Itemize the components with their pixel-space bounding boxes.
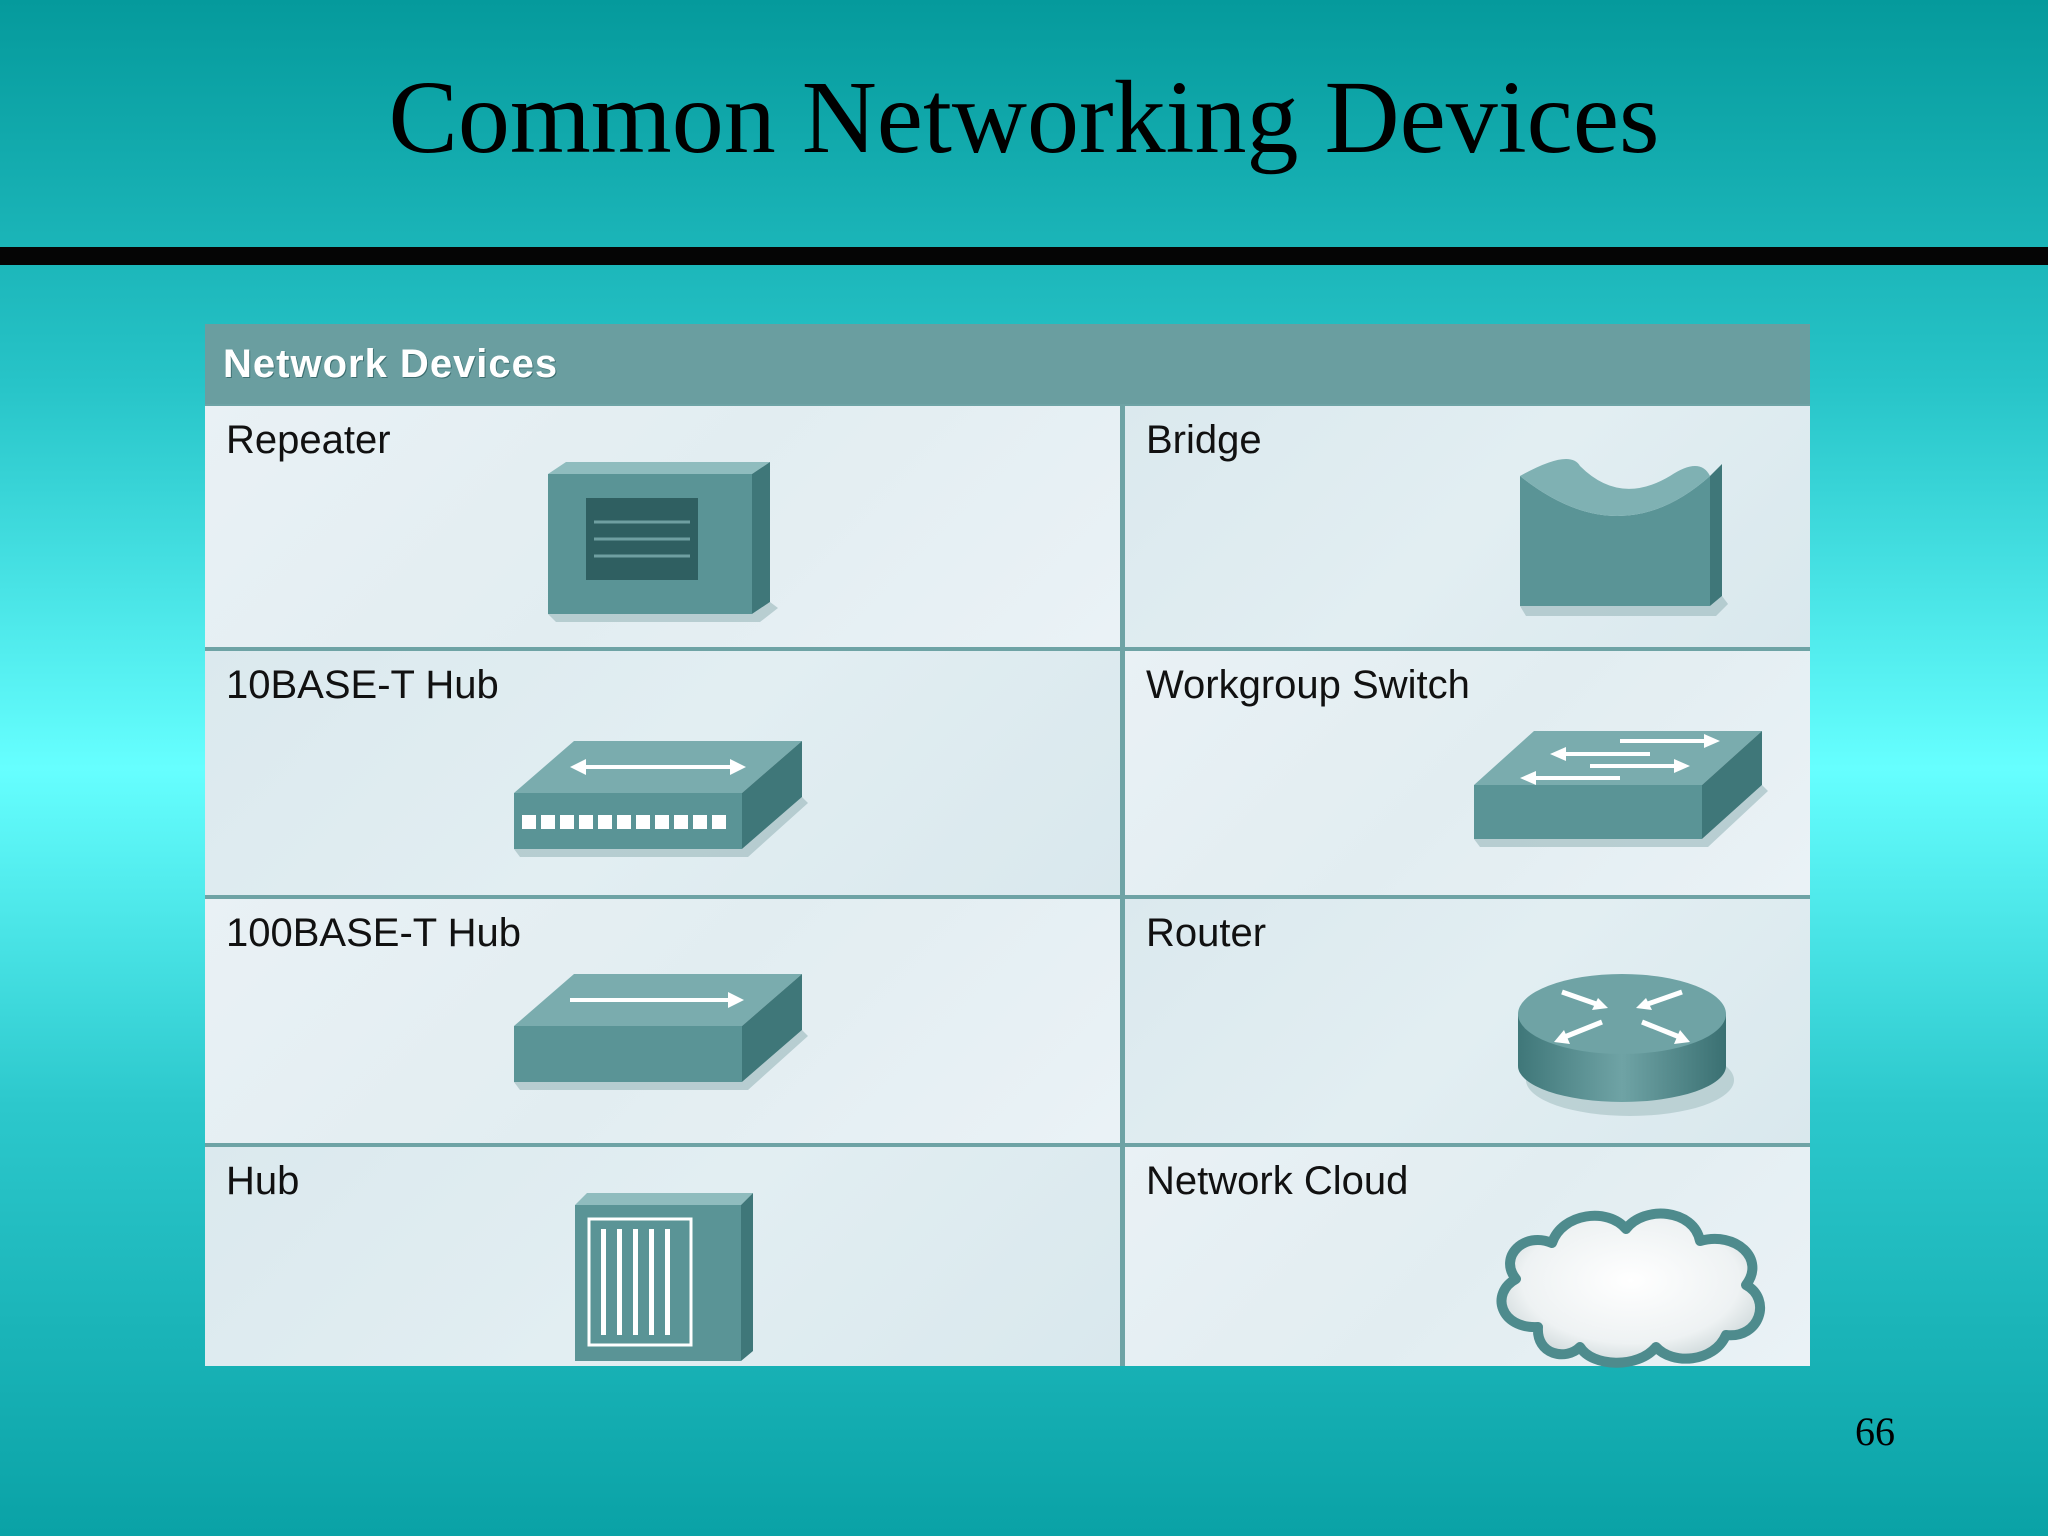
device-label: 100BASE-T Hub	[226, 911, 521, 955]
hub-10baset-icon	[514, 741, 808, 857]
device-cell-workgroup-switch: Workgroup Switch	[1125, 651, 1810, 895]
device-cell-repeater: Repeater	[205, 406, 1120, 647]
panel-header-label: Network Devices	[223, 342, 559, 386]
device-cell-bridge: Bridge	[1125, 406, 1810, 647]
repeater-icon	[548, 462, 778, 622]
title-divider	[0, 247, 2048, 265]
device-cell-router: Router	[1125, 899, 1810, 1143]
hub-icon	[575, 1193, 753, 1361]
page-number: 66	[1855, 1409, 1895, 1454]
router-icon	[1518, 974, 1734, 1116]
device-label: Repeater	[226, 418, 391, 462]
device-label: Network Cloud	[1146, 1159, 1409, 1203]
device-cell-network-cloud: Network Cloud	[1125, 1147, 1810, 1368]
hub-100baset-icon	[514, 974, 808, 1090]
network-cloud-icon	[1496, 1208, 1766, 1368]
device-cell-hub: Hub	[205, 1147, 1120, 1366]
panel-header: Network Devices	[205, 324, 1810, 404]
device-cell-100baset-hub: 100BASE-T Hub	[205, 899, 1120, 1143]
bridge-icon	[1520, 458, 1728, 616]
device-label: Workgroup Switch	[1146, 663, 1470, 707]
network-devices-panel: Network Devices Repeater Bridge 10BASE-T…	[205, 324, 1810, 1368]
device-label: Hub	[226, 1159, 300, 1203]
slide-title: Common Networking Devices	[388, 60, 1660, 175]
device-label: Router	[1146, 911, 1267, 955]
workgroup-switch-icon	[1474, 731, 1768, 847]
device-cell-10baset-hub: 10BASE-T Hub	[205, 651, 1120, 895]
device-label: 10BASE-T Hub	[226, 663, 499, 707]
device-label: Bridge	[1146, 418, 1262, 462]
